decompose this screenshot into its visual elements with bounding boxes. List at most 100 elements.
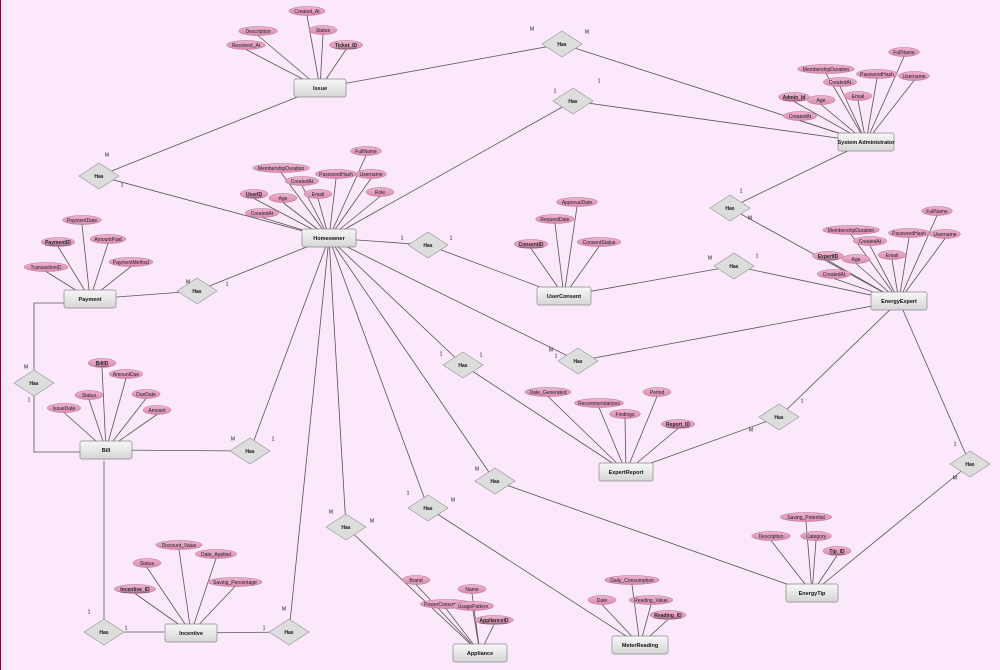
attribute-status[interactable]: Status xyxy=(132,558,162,568)
entity-energyexpert[interactable]: EnergyExpert xyxy=(870,291,928,311)
attribute-passwordhash[interactable]: PasswordHash xyxy=(888,228,930,238)
attribute-date-applied[interactable]: Date_Applied xyxy=(195,549,237,559)
attribute-applianceid[interactable]: ApplianceID xyxy=(474,615,514,625)
attribute-createdat[interactable]: CreatedAt xyxy=(853,236,887,246)
relationship-homeowner-energytip[interactable]: Has xyxy=(474,467,516,495)
entity-userconsent[interactable]: UserConsent xyxy=(536,286,592,306)
relationship-incentive-homeowner[interactable]: Has xyxy=(268,618,310,646)
relationship-homeowner-expertreport[interactable]: Has xyxy=(442,351,484,379)
attribute-reading-id[interactable]: Reading_ID xyxy=(649,610,687,620)
attribute-requestdate[interactable]: RequestDate xyxy=(535,214,575,224)
attribute-category[interactable]: Category xyxy=(800,531,832,541)
attribute-createdat[interactable]: CreatedAt xyxy=(285,176,319,186)
attribute-status[interactable]: Status xyxy=(74,390,104,400)
attribute-admin-id[interactable]: Admin_Id xyxy=(778,92,810,102)
relationship-homeowner-energyexpert[interactable]: Has xyxy=(557,347,599,375)
relationship-issue-homeowner[interactable]: Has xyxy=(78,162,120,190)
attribute-approvaldate[interactable]: ApprovalDate xyxy=(556,197,598,207)
attribute-membershipduration[interactable]: MembershipDuration xyxy=(797,64,855,74)
relationship-payment-bill[interactable]: Has xyxy=(13,369,55,397)
attribute-username[interactable]: Username xyxy=(929,229,961,239)
attribute-discount-value[interactable]: Discount_Value xyxy=(155,540,203,550)
attribute-date[interactable]: Date xyxy=(587,595,617,605)
attribute-resolved-at[interactable]: Resolved_At xyxy=(226,40,266,50)
attribute-saving-percentage[interactable]: Saving_Percentage xyxy=(207,577,263,587)
attribute-consentstatus[interactable]: ConsentStatus xyxy=(576,237,622,247)
entity-homeowner[interactable]: Homeowner xyxy=(301,228,357,248)
attribute-billid[interactable]: BillID xyxy=(87,358,117,368)
attribute-recommendations[interactable]: Recommendations xyxy=(574,398,624,408)
attribute-amount[interactable]: Amount xyxy=(142,405,172,415)
entity-issue[interactable]: Issue xyxy=(293,78,347,98)
attribute-findings[interactable]: Findings xyxy=(609,409,641,419)
entity-appliance[interactable]: Appliance xyxy=(452,643,508,663)
attribute-username[interactable]: Username xyxy=(355,169,387,179)
attribute-email[interactable]: Email xyxy=(877,250,907,260)
attribute-description[interactable]: Description xyxy=(751,531,791,541)
attribute-amountdue[interactable]: AmountDue xyxy=(109,369,143,379)
attribute-issuedate[interactable]: IssueDate xyxy=(47,403,81,413)
entity-sysadmin[interactable]: System Administrator xyxy=(838,132,896,152)
relationship-userconsent-energyexpert[interactable]: Has xyxy=(713,252,755,280)
attribute-description[interactable]: Description xyxy=(238,26,278,36)
attribute-createdat[interactable]: CreatedAt xyxy=(817,269,851,279)
relationship-homeowner-sysadmin[interactable]: Has xyxy=(552,87,594,115)
attribute-createdat[interactable]: CreatedAt xyxy=(245,208,279,218)
relationship-bill-homeowner[interactable]: Has xyxy=(229,437,271,465)
attribute-paymentid[interactable]: PaymentID xyxy=(41,237,75,247)
attribute-transactionid[interactable]: TransactionID xyxy=(23,262,69,272)
attribute-age[interactable]: Age xyxy=(268,193,298,203)
attribute-age[interactable]: Age xyxy=(841,254,871,264)
attribute-paymentmethod[interactable]: PaymentMethod xyxy=(108,257,154,267)
attribute-username[interactable]: Username xyxy=(898,71,930,81)
relationship-homeowner-appliance[interactable]: Has xyxy=(325,513,367,541)
attribute-createdat[interactable]: CreatedAt xyxy=(783,111,817,121)
attribute-createdat[interactable]: CreatedAt xyxy=(823,77,857,87)
attribute-usagepattern[interactable]: UsagePattern xyxy=(452,601,494,611)
relationship-payment-homeowner[interactable]: Has xyxy=(176,277,218,305)
entity-meterreading[interactable]: MeterReading xyxy=(611,635,669,655)
relationship-energyexpert-energytip[interactable]: Has xyxy=(949,450,991,478)
entity-payment[interactable]: Payment xyxy=(63,289,117,309)
attribute-age[interactable]: Age xyxy=(806,95,836,105)
attribute-brand[interactable]: Brand xyxy=(401,575,431,585)
attribute-userid[interactable]: UserID xyxy=(239,189,269,199)
attribute-role[interactable]: Role xyxy=(365,187,395,197)
attribute-amountpaid[interactable]: AmountPaid xyxy=(89,234,127,244)
attribute-reading-value[interactable]: Reading_Value xyxy=(628,595,674,605)
attribute-created-at[interactable]: Created_At xyxy=(288,6,326,16)
attribute-period[interactable]: Period xyxy=(642,387,672,397)
attribute-passwordhash[interactable]: PasswordHash xyxy=(315,169,357,179)
entity-incentive[interactable]: Incentive xyxy=(164,623,218,643)
attribute-daily-consumption[interactable]: Daily_Consumption xyxy=(604,575,660,585)
entity-energytip[interactable]: EnergyTip xyxy=(785,583,839,603)
attribute-membershipduration[interactable]: MembershipDuration xyxy=(252,163,310,173)
relationship-sysadmin-energyexpert[interactable]: Has xyxy=(709,194,751,222)
attribute-duedate[interactable]: DueDate xyxy=(131,389,161,399)
attribute-paymentdate[interactable]: PaymentDate xyxy=(62,215,102,225)
relationship-expertreport-energyexpert[interactable]: Has xyxy=(758,403,800,431)
attribute-date-generated[interactable]: Date_Generated xyxy=(524,387,572,397)
attribute-passwordhash[interactable]: PasswordHash xyxy=(856,69,898,79)
attribute-fullname[interactable]: FullName xyxy=(888,47,920,57)
attribute-membershipduration[interactable]: MembershipDuration xyxy=(822,225,880,235)
entity-bill[interactable]: Bill xyxy=(79,440,133,460)
attribute-status[interactable]: Status xyxy=(308,25,338,35)
attribute-report-id[interactable]: Report_ID xyxy=(661,419,695,429)
attribute-name[interactable]: Name xyxy=(457,584,487,594)
attribute-fullname[interactable]: FullName xyxy=(921,206,953,216)
relationship-homeowner-meterreading[interactable]: Has xyxy=(407,494,449,522)
attribute-consentid[interactable]: ConsentID xyxy=(514,239,548,249)
attribute-tip-id[interactable]: Tip_ID xyxy=(822,546,852,556)
attribute-incentive-id[interactable]: Incentive_ID xyxy=(114,584,156,594)
attribute-saving-potential[interactable]: Saving_Potential xyxy=(779,512,833,522)
attribute-email[interactable]: Email xyxy=(843,91,873,101)
relationship-bill-incentive[interactable]: Has xyxy=(83,618,125,646)
relationship-homeowner-userconsent[interactable]: Has xyxy=(407,231,449,259)
entity-expertreport[interactable]: ExpertReport xyxy=(598,462,654,482)
attribute-ticket-id[interactable]: Ticket_ID xyxy=(329,40,363,50)
attribute-expertid[interactable]: ExpertID xyxy=(812,251,844,261)
attribute-fullname[interactable]: FullName xyxy=(350,146,382,156)
relationship-issue-sysadmin[interactable]: Has xyxy=(541,30,583,58)
attribute-email[interactable]: Email xyxy=(303,189,333,199)
